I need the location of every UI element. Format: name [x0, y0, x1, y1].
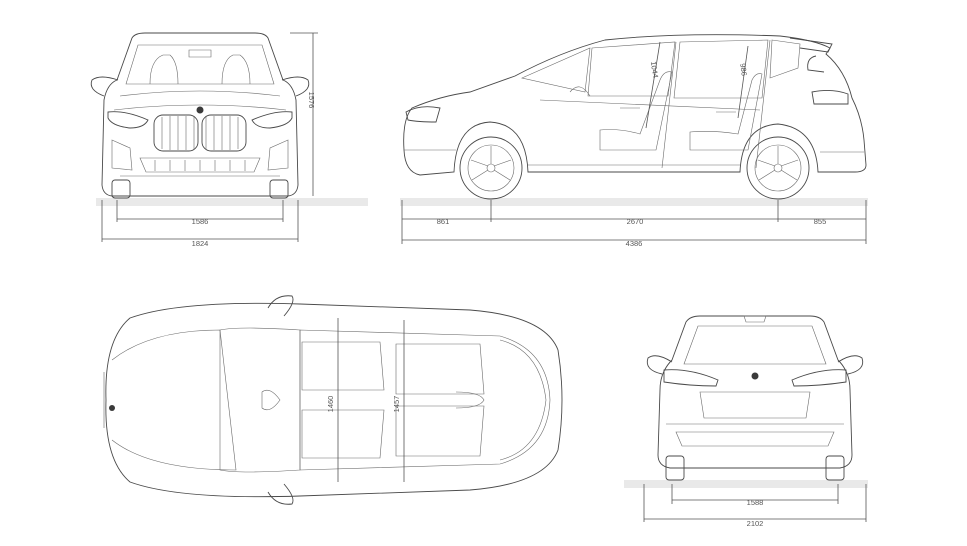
rear-tire-left — [665, 455, 685, 481]
taillight-left — [663, 369, 719, 387]
grille-slats — [161, 116, 239, 150]
bmw-logo-icon — [196, 106, 204, 114]
rear-hub — [773, 163, 783, 173]
side-headlight — [405, 106, 441, 123]
top-windshield — [219, 327, 301, 473]
length-label: 4386 — [626, 239, 643, 248]
rear-window — [683, 325, 827, 365]
front-hub — [486, 163, 496, 173]
side-mirror-rear — [807, 55, 825, 73]
rearview-mirror — [188, 49, 212, 58]
top-steering-wheel — [261, 389, 281, 411]
top-bmw-logo-icon — [109, 405, 115, 411]
front-seat-left — [149, 54, 179, 85]
side-quarter-window — [769, 39, 801, 79]
roof-spoiler — [789, 37, 833, 53]
front-headroom-dim — [645, 41, 661, 129]
front-mirror-left — [90, 76, 119, 97]
front-hood-crease — [113, 104, 287, 111]
kidney-grille-right — [201, 114, 247, 152]
tailgate-plate-area — [699, 391, 811, 419]
front-view: 1586 1824 1576 — [90, 32, 368, 248]
top-cabin — [299, 329, 551, 471]
rear-view: 1588 2102 — [624, 315, 868, 528]
b-pillar — [661, 41, 677, 169]
rear-overhang-label: 855 — [814, 217, 827, 226]
rear-diffuser — [675, 431, 835, 447]
front-shoulder-label: 1460 — [326, 396, 335, 413]
front-spokes — [470, 146, 512, 181]
top-rear-window — [499, 339, 547, 461]
top-hood — [111, 329, 237, 471]
side-front-window — [587, 41, 676, 97]
rear-shoulder-label: 1457 — [392, 396, 401, 413]
side-rear-window — [673, 39, 769, 99]
side-front-seat — [599, 71, 673, 151]
front-overhang-label: 861 — [437, 217, 450, 226]
kidney-grille-left — [153, 114, 199, 152]
top-rear-armrest — [455, 391, 485, 409]
front-headlight-right — [251, 111, 293, 129]
rear-bmw-logo-icon — [751, 372, 759, 380]
top-seat-front-left — [301, 341, 385, 391]
lower-grille-bars — [154, 160, 246, 171]
top-mirror-right — [267, 483, 294, 505]
rear-rim — [754, 144, 802, 192]
front-tire-right — [269, 179, 289, 199]
top-seat-rear-left — [395, 343, 485, 395]
front-mirror-right — [281, 76, 310, 97]
front-height-label: 1576 — [307, 92, 316, 109]
front-air-intake-right — [267, 139, 289, 171]
wheelbase-label: 2670 — [627, 217, 644, 226]
rear-headroom-label: 986 — [738, 63, 749, 77]
rear-body-outline — [657, 315, 853, 469]
front-tire-left — [111, 179, 131, 199]
front-headroom-label: 1044 — [649, 61, 660, 79]
taillight-right — [791, 369, 847, 387]
top-seat-front-right — [301, 409, 385, 459]
front-wheel — [459, 136, 523, 200]
front-body-outline — [101, 32, 299, 197]
rear-wheel — [746, 136, 810, 200]
top-view: 1460 1457 — [103, 295, 563, 505]
rear-spokes — [757, 146, 799, 181]
rear-mirror-right — [837, 355, 864, 375]
side-rear-seat — [689, 73, 763, 151]
front-rim — [467, 144, 515, 192]
side-windshield — [521, 47, 591, 93]
side-view: 1044 986 861 2670 855 4386 — [400, 34, 868, 248]
top-seat-rear-right — [395, 405, 485, 457]
top-body-outline — [105, 302, 563, 498]
front-seat-right — [221, 54, 251, 85]
rear-width-label: 2102 — [747, 519, 764, 528]
steering-wheel — [569, 86, 591, 97]
rear-tire-right — [825, 455, 845, 481]
top-mirror-left — [267, 295, 294, 317]
side-body-outline — [403, 34, 867, 176]
rear-spoiler-light — [743, 315, 767, 323]
front-width-label: 1824 — [192, 239, 209, 248]
front-headlight-left — [107, 111, 149, 129]
front-air-intake-left — [111, 139, 133, 171]
front-ground-band — [96, 198, 368, 206]
rear-track-label: 1588 — [747, 498, 764, 507]
front-windshield — [125, 44, 275, 85]
rear-headroom-dim — [737, 45, 749, 119]
front-track-label: 1586 — [192, 217, 209, 226]
side-taillight — [811, 89, 849, 105]
side-ground-band — [400, 198, 868, 206]
rear-ground-band — [624, 480, 868, 488]
rear-mirror-left — [646, 355, 673, 375]
front-hood-line — [119, 90, 281, 97]
c-pillar-door-edge — [755, 39, 771, 169]
front-lower-grille — [139, 157, 261, 173]
